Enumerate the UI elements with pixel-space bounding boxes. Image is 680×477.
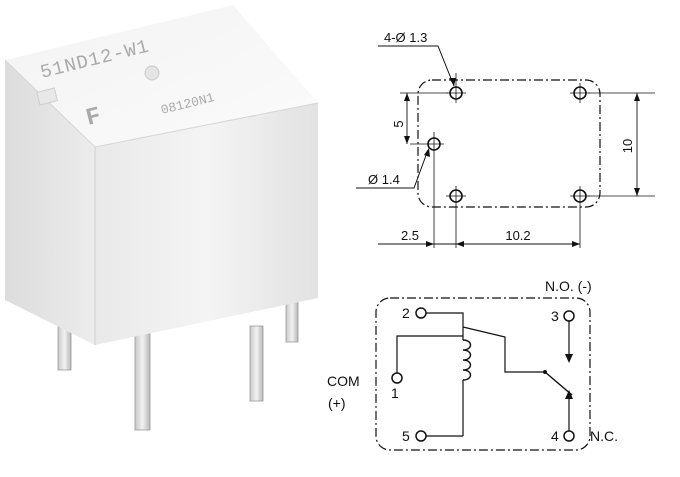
relay-schematic [375,297,591,451]
dim-label-5: 5 [391,120,406,127]
relay-top-face [5,5,318,147]
pin-diameter-label: Ø 1.4 [368,172,400,187]
dim-label-10-2: 10.2 [505,228,530,243]
relay-coil [462,339,472,381]
pin-5-terminal [415,430,427,442]
schematic-labels: N.O. (-) N.C. COM (+) 2 3 1 5 4 [327,278,618,444]
dimension-drawing [356,45,655,248]
pin-hole [570,186,590,248]
dim-label-10: 10 [620,139,635,153]
relay-side-face [5,60,95,345]
hole-spec-label: 4-Ø 1.3 [384,30,427,45]
com-label: COM [327,373,360,389]
dim-label-2-5: 2.5 [401,228,419,243]
hole-spec-leader [378,45,455,87]
pin-hole [570,83,590,103]
pin-1-terminal [391,372,403,384]
relay-photo: 51ND12-W1 F 08120N1 [4,5,319,431]
relay-logo: F [83,103,104,133]
relay-vent-hole [144,65,160,81]
pin-3-terminal [563,310,575,322]
pin-hole [410,132,444,248]
pin-4-label: 4 [551,428,559,444]
relay-pin-front-center [134,329,151,431]
pin-2-terminal [415,307,427,319]
pin-5-label: 5 [402,428,410,444]
switch-blade [544,371,573,396]
pin-2-label: 2 [402,305,410,321]
no-label: N.O. (-) [545,278,592,294]
relay-pin-front-right [249,325,264,402]
relay-front-face [95,103,318,345]
relay-side-notch [36,87,59,106]
schematic-outline [375,297,591,451]
footprint-outline [417,79,601,208]
pin-hole [446,73,466,103]
dimension-labels: 4-Ø 1.3 Ø 1.4 5 10 2.5 10.2 [368,30,635,243]
pin-4-terminal [563,430,575,442]
nc-label: N.C. [590,428,618,444]
pin-hole [446,186,466,248]
pin-1-label: 1 [391,385,399,401]
armature-link [462,326,545,373]
pin-diameter-leader [356,149,429,189]
pin-3-label: 3 [551,308,559,324]
com-polarity-label: (+) [328,395,346,411]
